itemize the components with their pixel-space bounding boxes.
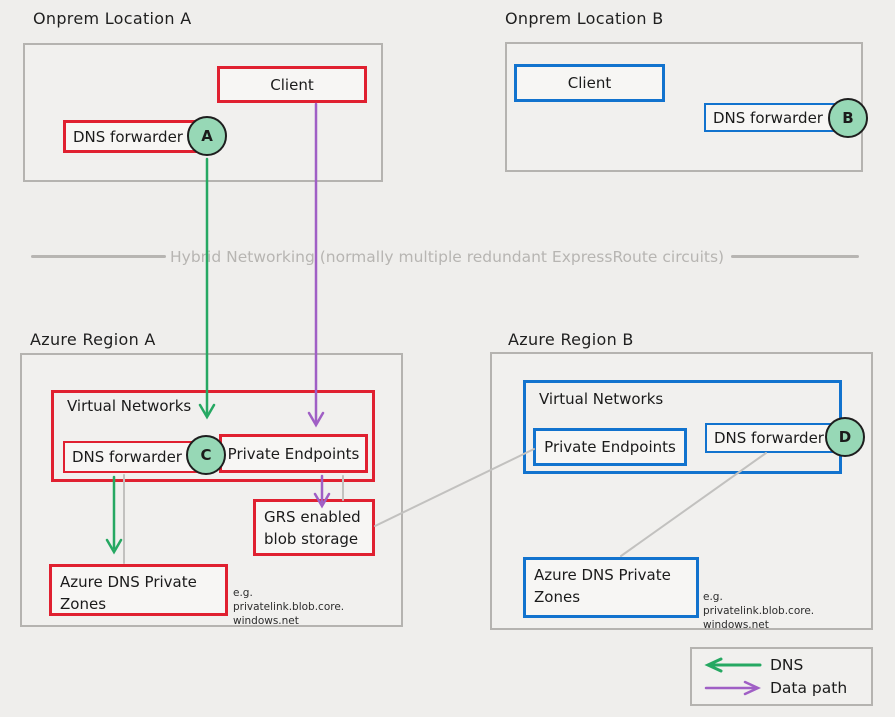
region-a-dns-private-zones-node: Azure DNS Private Zones — [49, 564, 228, 616]
divider-line-right — [731, 255, 859, 258]
hybrid-networking-label: Hybrid Networking (normally multiple red… — [170, 248, 725, 266]
region-b-title: Azure Region B — [508, 330, 634, 349]
legend-data-path-row: Data path — [702, 679, 861, 697]
onprem-a-dns-forwarder-node: DNS forwarder — [63, 120, 210, 153]
region-b-dns-private-zones-node: Azure DNS Private Zones — [523, 557, 699, 618]
onprem-b-title: Onprem Location B — [505, 9, 664, 28]
legend-data-path-label: Data path — [770, 679, 848, 697]
region-a-virtual-networks-box — [51, 390, 375, 482]
onprem-b-dns-forwarder-node: DNS forwarder — [704, 103, 835, 132]
data-path-arrow-icon — [704, 680, 761, 696]
badge-d: D — [825, 417, 865, 457]
legend: DNS Data path — [690, 647, 873, 706]
badge-a: A — [187, 116, 227, 156]
onprem-a-title: Onprem Location A — [33, 9, 192, 28]
divider-line-left — [31, 255, 166, 258]
region-a-grs-blob-storage-node: GRS enabled blob storage — [253, 499, 375, 556]
region-a-title: Azure Region A — [30, 330, 156, 349]
badge-b: B — [828, 98, 868, 138]
region-b-private-endpoints-node: Private Endpoints — [533, 428, 687, 466]
region-a-zone-example-note: e.g. privatelink.blob.core. windows.net — [233, 587, 345, 628]
dns-arrow-icon — [704, 657, 762, 673]
region-a-dns-forwarder-node: DNS forwarder — [63, 441, 210, 473]
onprem-b-client-node: Client — [514, 64, 665, 102]
region-b-dns-forwarder-node: DNS forwarder — [705, 423, 840, 453]
legend-dns-label: DNS — [770, 656, 804, 674]
badge-c: C — [186, 435, 226, 475]
onprem-a-client-node: Client — [217, 66, 367, 103]
region-b-zone-example-note: e.g. privatelink.blob.core. windows.net — [703, 591, 815, 632]
region-a-virtual-networks-label: Virtual Networks — [67, 397, 192, 415]
legend-dns-row: DNS — [702, 656, 861, 674]
onprem-a-container — [23, 43, 383, 182]
region-a-private-endpoints-node: Private Endpoints — [219, 434, 368, 473]
region-b-virtual-networks-label: Virtual Networks — [539, 390, 664, 408]
